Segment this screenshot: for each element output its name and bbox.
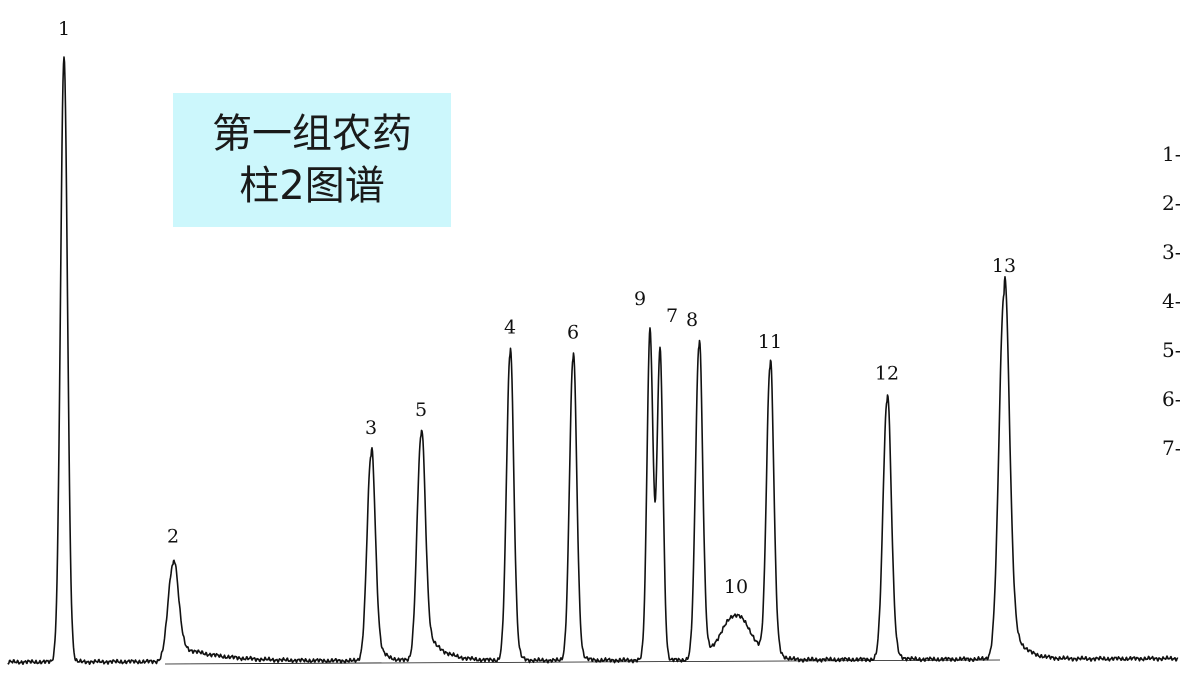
chromatogram-trace	[7, 56, 1179, 665]
peak-label-1: 1	[58, 18, 70, 40]
peak-label-2: 2	[167, 526, 179, 548]
peak-label-8: 8	[686, 309, 698, 331]
peak-label-9: 9	[634, 288, 646, 310]
peak-label-12: 12	[875, 362, 899, 384]
legend-item-4: 4-	[1162, 289, 1180, 313]
legend-item-6: 6-	[1162, 387, 1180, 411]
peak-label-7: 7	[666, 305, 678, 327]
peak-label-11: 11	[758, 331, 782, 353]
peak-label-3: 3	[365, 417, 377, 439]
peak-label-13: 13	[992, 255, 1016, 277]
peak-label-5: 5	[415, 399, 427, 421]
peak-label-6: 6	[567, 321, 579, 343]
peak-label-4: 4	[504, 317, 516, 339]
caption-line-2: 柱2图谱	[239, 163, 385, 209]
peak-label-10: 10	[724, 576, 748, 598]
baseline-rule	[164, 659, 1001, 665]
legend-item-2: 2-	[1162, 191, 1180, 215]
legend-item-3: 3-	[1162, 240, 1180, 264]
legend-item-5: 5-	[1162, 338, 1180, 362]
legend-item-7: 7-	[1162, 436, 1180, 460]
caption-line-1: 第一组农药	[212, 111, 412, 157]
legend-item-1: 1-	[1162, 142, 1180, 166]
legend: 1- 2- 3- 4- 5- 6- 7-	[1162, 142, 1180, 460]
chart-caption: 第一组农药 柱2图谱	[173, 93, 451, 227]
